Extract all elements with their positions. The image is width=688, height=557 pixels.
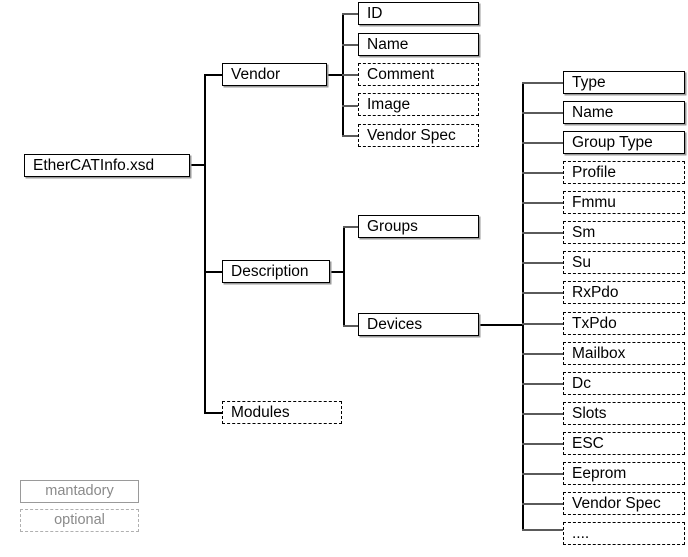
node-label: Type xyxy=(572,73,606,91)
node-label: .... xyxy=(572,524,590,542)
node-label: Image xyxy=(367,95,411,113)
node-ethercatinfo-xsd[interactable]: EtherCATInfo.xsd xyxy=(24,154,190,177)
node-label: ID xyxy=(367,4,383,22)
legend-mandatory: mantadory xyxy=(20,480,139,503)
node-label: Name xyxy=(572,103,614,121)
node-description[interactable]: Description xyxy=(222,260,330,283)
edge-devices-to-profile xyxy=(522,172,563,174)
edge-devices-to-group-type xyxy=(522,142,563,144)
node-vendor-vendor-spec[interactable]: Vendor Spec xyxy=(358,124,479,147)
edge-description-to-devices xyxy=(343,325,359,327)
node-label: EtherCATInfo.xsd xyxy=(33,156,155,174)
edge-devices-to-eeprom xyxy=(522,473,563,475)
node-label: Vendor Spec xyxy=(572,494,661,512)
node-device-fmmu[interactable]: Fmmu xyxy=(563,191,685,214)
node-device-group-type[interactable]: Group Type xyxy=(563,131,685,154)
node-device-esc[interactable]: ESC xyxy=(563,432,685,455)
node-label: Profile xyxy=(572,163,616,181)
edge-devices-to-sm xyxy=(522,232,563,234)
edge-devices-to-name xyxy=(522,112,563,114)
edge-devices-to-fmmu xyxy=(522,202,563,204)
edge-vendor-to-name xyxy=(342,44,359,46)
edge-vendor-to-image xyxy=(342,105,359,107)
edge-root-to-vendor xyxy=(204,74,223,76)
node-label: Name xyxy=(367,35,409,53)
edge-devices-to-dc xyxy=(522,383,563,385)
edge-devices-to-esc xyxy=(522,443,563,445)
edge-devices-to-slots xyxy=(522,413,563,415)
node-device-profile[interactable]: Profile xyxy=(563,161,685,184)
legend-label: optional xyxy=(54,512,105,529)
edge-root-trunk xyxy=(204,74,206,413)
edge-description-stub xyxy=(330,271,345,273)
node-label: Comment xyxy=(367,65,435,83)
node-label: Su xyxy=(572,253,591,271)
edge-devices-to-more xyxy=(522,529,563,531)
edge-devices-to-txpdo xyxy=(522,323,563,325)
edge-vendor-stub xyxy=(327,74,344,76)
node-vendor-image[interactable]: Image xyxy=(358,93,479,116)
node-device-sm[interactable]: Sm xyxy=(563,221,685,244)
node-vendor-comment[interactable]: Comment xyxy=(358,63,479,86)
legend-label: mantadory xyxy=(45,483,114,500)
node-vendor-name[interactable]: Name xyxy=(358,33,479,56)
node-device-slots[interactable]: Slots xyxy=(563,402,685,425)
edge-devices-stub xyxy=(479,324,524,326)
edge-description-trunk xyxy=(343,226,345,326)
edge-devices-trunk xyxy=(522,82,524,530)
node-device-vendor-spec[interactable]: Vendor Spec xyxy=(563,492,685,515)
node-label: Groups xyxy=(367,217,418,235)
node-label: Group Type xyxy=(572,133,653,151)
edge-root-to-description xyxy=(204,271,223,273)
legend-optional: optional xyxy=(20,509,139,532)
edge-devices-to-type xyxy=(522,82,563,84)
edge-devices-to-su xyxy=(522,262,563,264)
node-label: Mailbox xyxy=(572,344,626,362)
node-device-name[interactable]: Name xyxy=(563,101,685,124)
node-label: ESC xyxy=(572,434,604,452)
node-label: Slots xyxy=(572,404,607,422)
node-device-type[interactable]: Type xyxy=(563,71,685,94)
node-label: Vendor xyxy=(231,65,281,83)
node-label: RxPdo xyxy=(572,283,619,301)
node-device-dc[interactable]: Dc xyxy=(563,372,685,395)
edge-vendor-to-comment xyxy=(342,74,359,76)
edge-root-to-modules xyxy=(204,412,223,414)
node-label: Sm xyxy=(572,223,596,241)
edge-root-stub xyxy=(190,164,206,166)
node-label: Fmmu xyxy=(572,193,616,211)
node-device-rxpdo[interactable]: RxPdo xyxy=(563,281,685,304)
node-devices[interactable]: Devices xyxy=(358,313,479,336)
node-label: Modules xyxy=(231,403,290,421)
edge-devices-to-rxpdo xyxy=(522,292,563,294)
node-label: Eeprom xyxy=(572,464,627,482)
node-groups[interactable]: Groups xyxy=(358,215,479,238)
node-device-su[interactable]: Su xyxy=(563,251,685,274)
node-modules[interactable]: Modules xyxy=(222,401,342,424)
node-vendor-id[interactable]: ID xyxy=(358,2,479,25)
node-vendor[interactable]: Vendor xyxy=(222,63,327,86)
edge-vendor-to-id xyxy=(342,13,359,15)
node-label: TxPdo xyxy=(572,314,617,332)
node-device-more[interactable]: .... xyxy=(563,522,685,545)
edge-vendor-to-vendorspec xyxy=(342,135,359,137)
node-device-eeprom[interactable]: Eeprom xyxy=(563,462,685,485)
node-label: Devices xyxy=(367,315,423,333)
edge-description-to-groups xyxy=(343,226,359,228)
node-device-mailbox[interactable]: Mailbox xyxy=(563,342,685,365)
node-label: Vendor Spec xyxy=(367,126,456,144)
node-device-txpdo[interactable]: TxPdo xyxy=(563,312,685,335)
edge-devices-to-vendorspec xyxy=(522,503,563,505)
edge-devices-to-mailbox xyxy=(522,353,563,355)
node-label: Description xyxy=(231,262,309,280)
node-label: Dc xyxy=(572,374,591,392)
